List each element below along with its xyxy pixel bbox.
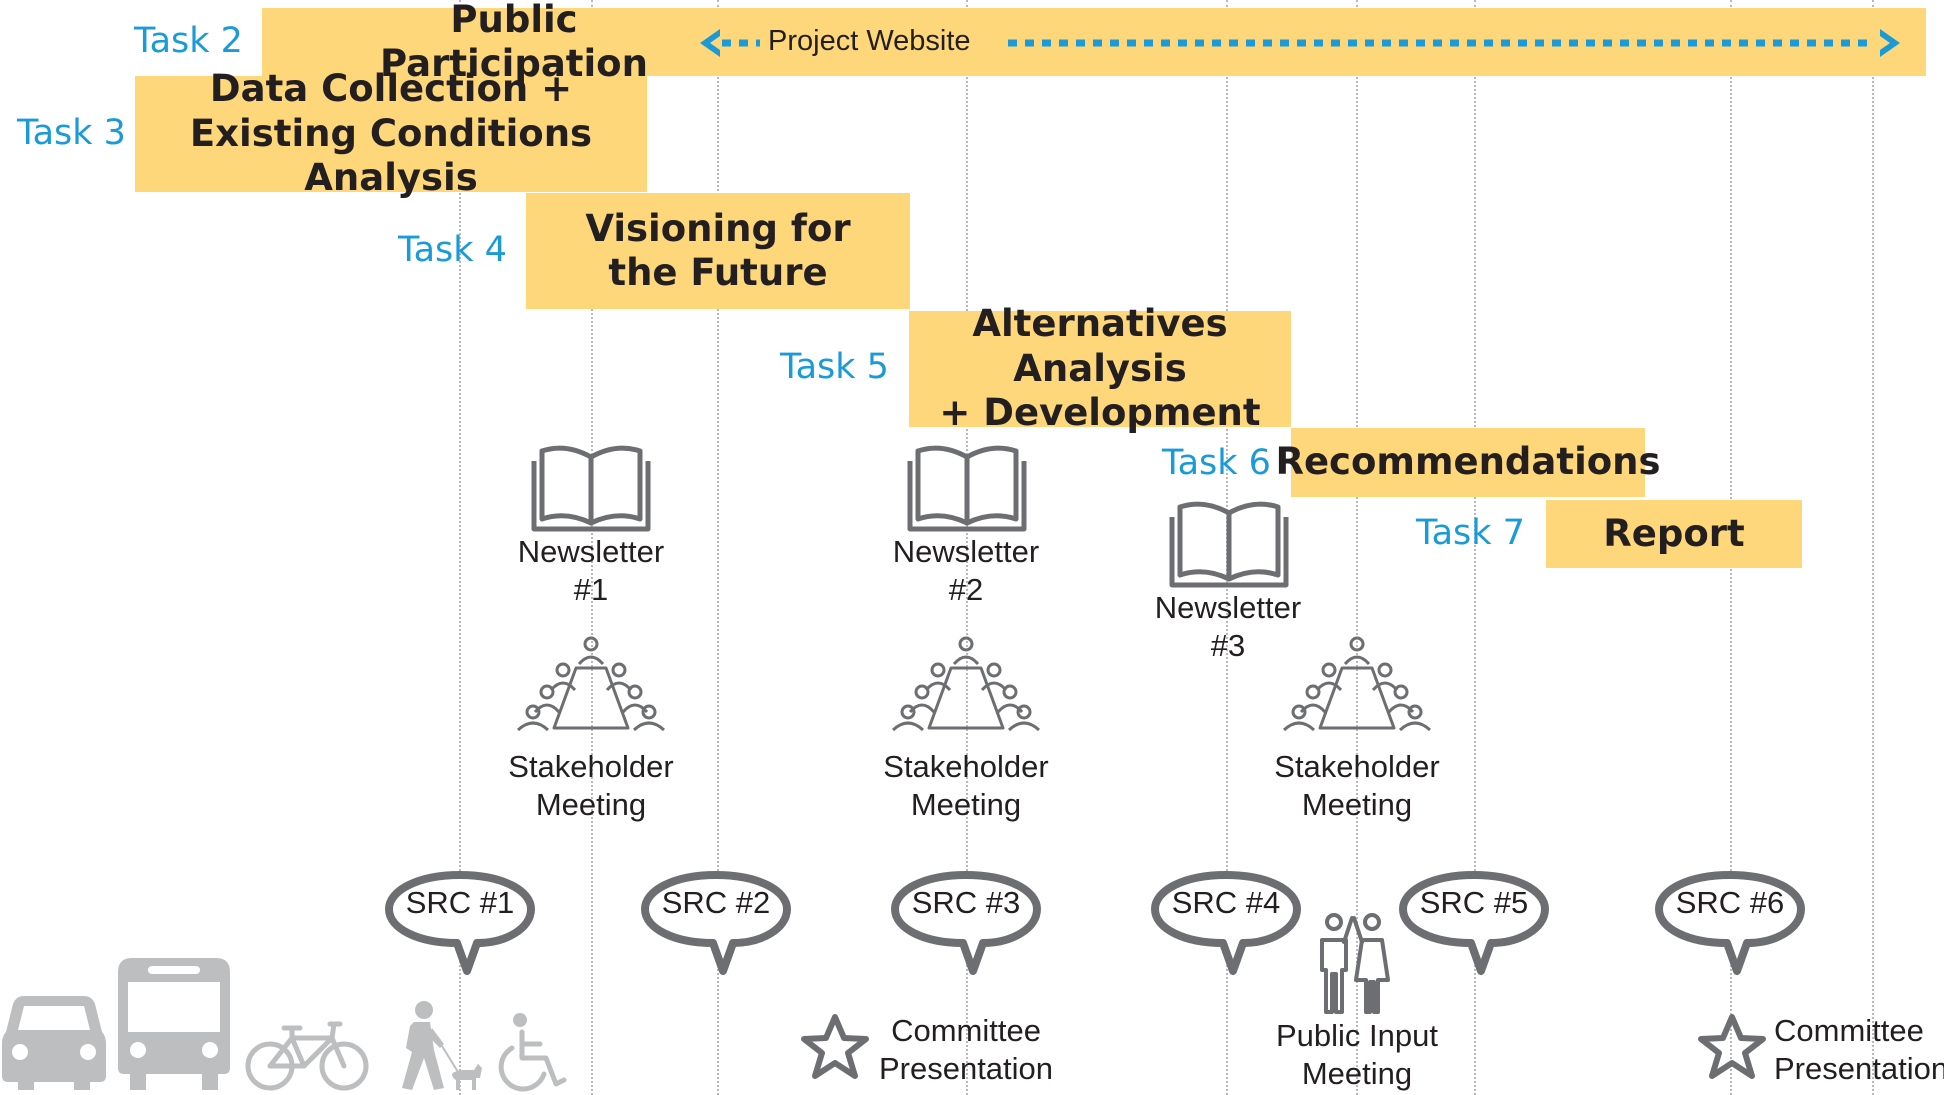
wheelchair-icon xyxy=(498,1013,567,1092)
task2-label: Task 2 xyxy=(134,21,243,61)
book-icon xyxy=(531,445,651,532)
newsletter-2-label: Newsletter #2 xyxy=(892,534,1040,607)
src-2-label: SRC #2 xyxy=(661,885,771,920)
task5-title: Alternatives Analysis + Development xyxy=(939,302,1261,435)
speech-bubble-icon xyxy=(641,871,791,975)
car-icon xyxy=(2,996,106,1090)
task3-bar xyxy=(135,76,647,192)
newsletter-1-label: Newsletter #1 xyxy=(517,534,665,607)
book-icon xyxy=(1169,501,1289,588)
src-bubble-3: SRC #3 xyxy=(891,871,1041,975)
task4-title: Visioning for the Future xyxy=(585,206,851,294)
bicycle-icon xyxy=(245,1021,369,1091)
book-icon xyxy=(907,445,1027,532)
task2-title: Public Participation xyxy=(380,0,648,85)
task3-title: Data Collection + Existing Conditions An… xyxy=(189,67,593,200)
stakeholder-meeting-3-label: Stakeholder Meeting xyxy=(1274,749,1440,822)
speech-bubble-icon xyxy=(1151,871,1301,975)
task7-title: Report xyxy=(1603,511,1745,555)
people-high-five-icon xyxy=(1320,913,1390,1014)
meeting-table-icon xyxy=(891,636,1041,732)
stakeholder-meeting-1-label: Stakeholder Meeting xyxy=(508,749,674,822)
public-input-meeting-label: Public Input Meeting xyxy=(1276,1018,1438,1091)
project-website-label: Project Website xyxy=(768,25,971,57)
committee-presentation-2-label: Committee Presentation xyxy=(1774,1013,1944,1086)
committee-presentation-1-label: Committee Presentation xyxy=(878,1013,1054,1086)
src-bubble-6: SRC #6 xyxy=(1655,871,1805,975)
stakeholder-meeting-2-label: Stakeholder Meeting xyxy=(883,749,1049,822)
speech-bubble-icon xyxy=(385,871,535,975)
task7-bar xyxy=(1546,500,1802,568)
task6-title: Recommendations xyxy=(1275,440,1661,484)
src-bubble-1: SRC #1 xyxy=(385,871,535,975)
newsletter-3-label: Newsletter #3 xyxy=(1154,590,1302,663)
src-bubble-2: SRC #2 xyxy=(641,871,791,975)
src-4-label: SRC #4 xyxy=(1171,885,1281,920)
bus-icon xyxy=(118,958,230,1090)
meeting-table-icon xyxy=(1282,636,1432,732)
task3-label: Task 3 xyxy=(17,113,126,153)
meeting-table-icon xyxy=(516,636,666,732)
task7-label: Task 7 xyxy=(1416,513,1525,553)
task6-bar xyxy=(1291,428,1645,497)
star-icon xyxy=(1698,1014,1766,1079)
task5-bar xyxy=(909,311,1291,427)
speech-bubble-icon xyxy=(1399,871,1549,975)
project-website-arrow xyxy=(700,29,1900,57)
task5-label: Task 5 xyxy=(780,347,889,387)
src-bubble-4: SRC #4 xyxy=(1151,871,1301,975)
src-3-label: SRC #3 xyxy=(911,885,1021,920)
src-bubble-5: SRC #5 xyxy=(1399,871,1549,975)
star-icon xyxy=(801,1014,869,1079)
speech-bubble-icon xyxy=(891,871,1041,975)
src-5-label: SRC #5 xyxy=(1419,885,1529,920)
pedestrian-with-dog-icon xyxy=(402,1001,482,1090)
task6-label: Task 6 xyxy=(1162,443,1271,483)
src-6-label: SRC #6 xyxy=(1675,885,1785,920)
src-1-label: SRC #1 xyxy=(405,885,515,920)
task4-label: Task 4 xyxy=(398,230,507,270)
task4-bar xyxy=(526,193,910,309)
speech-bubble-icon xyxy=(1655,871,1805,975)
